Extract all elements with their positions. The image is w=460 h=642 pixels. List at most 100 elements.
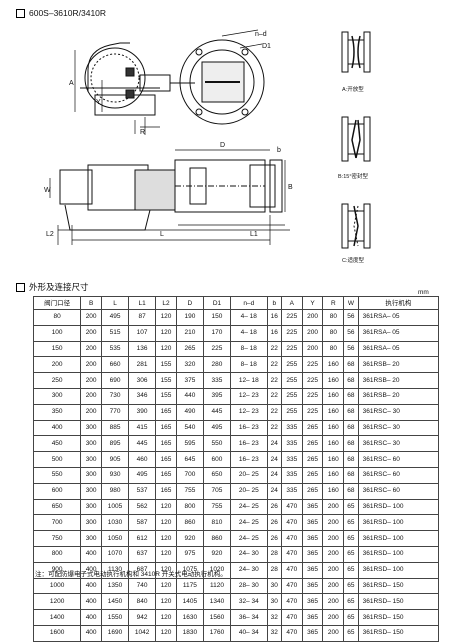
table-cell: 65 [343,545,359,563]
table-cell: 12– 23 [230,387,268,405]
table-cell: 255 [280,372,303,389]
table-cell: 550 [202,435,232,453]
table-cell: 361RSC– 30 [357,419,440,437]
table-cell: 120 [155,530,177,547]
variant-b-label: B:15°密封型 [338,172,369,180]
table-cell: 1070 [100,545,130,563]
table-cell: 1000 [32,577,82,595]
table-cell: 390 [128,403,157,421]
table-cell: 470 [280,545,303,563]
table-cell: 470 [280,609,303,626]
table-cell: 165 [155,403,177,421]
table-cell: 445 [202,403,232,421]
table-cell: 200 [80,309,102,326]
table-cell: 942 [128,609,157,626]
table-cell: 361RSC– 30 [357,435,440,453]
table-cell: 65 [343,624,359,642]
table-cell: 80 [322,309,345,326]
table-cell: 361RSB– 20 [357,356,440,374]
table-cell: 30 [266,577,282,595]
table-cell: 24 [266,482,282,500]
variant-b-drawing [341,116,371,162]
table-cell: 750 [32,530,82,547]
table-cell: 120 [155,498,177,516]
table-cell: 300 [80,482,102,500]
section-heading: 外形及连接尺寸 [16,281,89,293]
table-cell: 4– 18 [230,324,268,342]
variant-a-drawing [341,31,371,73]
table-cell: 1550 [100,609,130,626]
table-cell: 65 [343,530,359,547]
table-cell: 68 [343,466,359,484]
table-cell: 120 [155,577,177,595]
table-cell: 1042 [128,624,157,642]
table-cell: 200 [80,356,102,374]
table-cell: 200 [322,609,345,626]
table-cell: 895 [100,435,130,453]
table-cell: 361RSC– 60 [357,451,440,468]
table-cell: 16– 23 [230,451,268,468]
column-header: L1 [128,296,157,310]
table-cell: 65 [343,609,359,626]
table-cell: 600 [32,482,82,500]
table-cell: 595 [175,435,204,453]
table-cell: 810 [202,514,232,532]
table-cell: 22 [266,403,282,421]
table-cell: 165 [155,419,177,437]
column-header: b [266,296,282,310]
table-cell: 68 [343,372,359,389]
table-cell: 700 [32,514,82,532]
table-cell: 1760 [202,624,232,642]
table-cell: 335 [280,451,303,468]
table-cell: 150 [32,340,82,358]
table-cell: 730 [100,387,130,405]
table-cell: 120 [155,340,177,358]
table-cell: 68 [343,387,359,405]
table-cell: 755 [175,482,204,500]
table-cell: 920 [202,545,232,563]
label-nd: n–d [255,31,267,38]
table-cell: 637 [128,545,157,563]
table-cell: 1200 [32,593,82,611]
column-header: W [343,296,359,310]
table-cell: 190 [175,309,204,326]
table-cell: 8– 18 [230,340,268,358]
table-cell: 361RSC– 30 [357,403,440,421]
table-cell: 265 [301,435,324,453]
table-cell: 361RSA– 05 [357,340,440,358]
table-cell: 645 [175,451,204,468]
table-cell: 80 [322,340,345,358]
table-cell: 200 [32,356,82,374]
table-cell: 860 [202,530,232,547]
table-cell: 365 [301,609,324,626]
table-cell: 80 [32,309,82,326]
table-cell: 587 [128,514,157,532]
table-cell: 320 [175,356,204,374]
table-cell: 165 [155,482,177,500]
column-header: B [80,296,102,310]
table-cell: 885 [100,419,130,437]
table-cell: 350 [32,403,82,421]
table-cell: 22 [266,387,282,405]
table-cell: 28– 30 [230,577,268,595]
table-cell: 470 [280,514,303,532]
table-cell: 255 [280,356,303,374]
table-cell: 490 [175,403,204,421]
table-cell: 365 [301,593,324,611]
table-cell: 365 [301,545,324,563]
column-header: R [322,296,345,310]
table-cell: 400 [80,624,102,642]
table-cell: 537 [128,482,157,500]
table-cell: 306 [128,372,157,389]
table-cell: 225 [280,340,303,358]
table-cell: 200 [322,514,345,532]
table-cell: 800 [32,545,82,563]
table-cell: 225 [301,372,324,389]
table-cell: 690 [100,372,130,389]
